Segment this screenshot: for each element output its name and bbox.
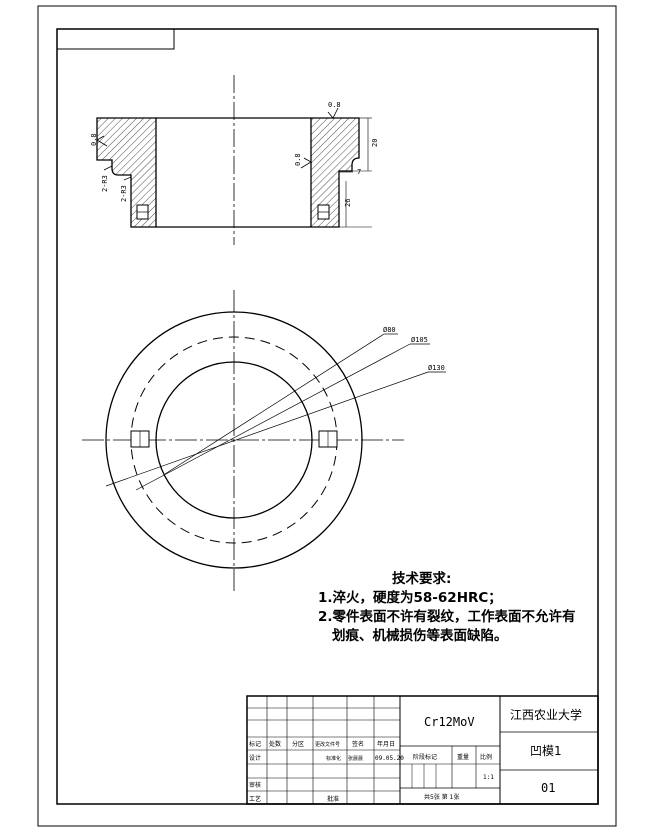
req-line-2: 2.零件表面不许有裂纹，工作表面不允许有	[318, 609, 576, 625]
roughness-right-symbol	[300, 157, 312, 169]
req-line-1: 1.淬火，硬度为58-62HRC；	[318, 590, 502, 606]
section-view: 0.8 0.8 0.8 2-R3 2-R3 20 26 7	[90, 75, 379, 245]
tb-ratio: 比例	[480, 753, 492, 761]
label-d-mid: Ø105	[411, 336, 428, 344]
roughness-right-label: 0.8	[294, 153, 302, 166]
sheets: 共5张 第 1张	[424, 793, 459, 801]
tb-zone: 分区	[292, 740, 304, 748]
tb-doc: 更改文件号	[315, 741, 340, 748]
tb-count: 处数	[269, 740, 281, 748]
left-wall	[96, 117, 157, 228]
school-name: 江西农业大学	[510, 707, 582, 722]
tb-stage: 阶段标记	[413, 753, 437, 761]
req-line-3: 划痕、机械损伤等表面缺陷。	[332, 628, 508, 644]
roughness-left-symbol	[96, 135, 108, 147]
req-title: 技术要求:	[392, 571, 452, 587]
corner-code-box	[56, 28, 175, 50]
leader-d-mid	[135, 343, 411, 491]
tb-date: 年月日	[377, 740, 395, 748]
chamfer2-leader	[123, 176, 132, 181]
tb-sign: 签名	[352, 740, 364, 748]
outer-border	[37, 5, 617, 827]
chamfer2-label: 2-R3	[120, 185, 128, 202]
outer-circle	[105, 311, 363, 569]
technical-requirements: 技术要求: 1.淬火，硬度为58-62HRC； 2.零件表面不许有裂纹，工作表面…	[318, 570, 618, 646]
inner-circle	[155, 361, 313, 519]
chamfer1-leader	[103, 165, 113, 171]
title-block	[246, 695, 599, 805]
tb-weight: 重量	[457, 753, 469, 761]
label-d-inner: Ø80	[383, 326, 396, 334]
chamfer1-label: 2-R3	[101, 175, 109, 192]
dim-height-lower: 26	[344, 199, 352, 207]
tb-std: 标准化	[326, 755, 341, 762]
tb-approve: 批准	[327, 795, 339, 803]
roughness-left-label: 0.8	[90, 133, 98, 146]
roughness-top-symbol	[327, 107, 339, 119]
right-wall	[310, 117, 360, 228]
plan-view: Ø80 Ø105 Ø130	[82, 290, 446, 592]
scale-value: 1:1	[483, 774, 494, 781]
tb-review: 审核	[249, 781, 261, 789]
drawing-number: 01	[541, 781, 555, 795]
tb-design: 设计	[249, 754, 261, 762]
label-d-outer: Ø130	[428, 364, 445, 372]
part-name: 凹模1	[530, 744, 562, 758]
tb-process: 工艺	[249, 795, 261, 803]
dim-step: 7	[357, 168, 361, 176]
leader-d-outer	[105, 371, 429, 487]
material: Cr12MoV	[424, 715, 475, 729]
roughness-top-label: 0.8	[328, 101, 341, 109]
leader-d-inner	[164, 333, 385, 475]
tb-date-value: 09.05.20	[375, 755, 404, 762]
dim-height-upper: 20	[371, 139, 379, 147]
tb-std-sign: 张晨晨	[348, 755, 363, 762]
tb-mark: 标记	[249, 740, 261, 748]
title-block-text: 标记 处数 分区 更改文件号 签名 年月日 设计 标准化 张晨晨 09.05.2…	[249, 707, 582, 803]
